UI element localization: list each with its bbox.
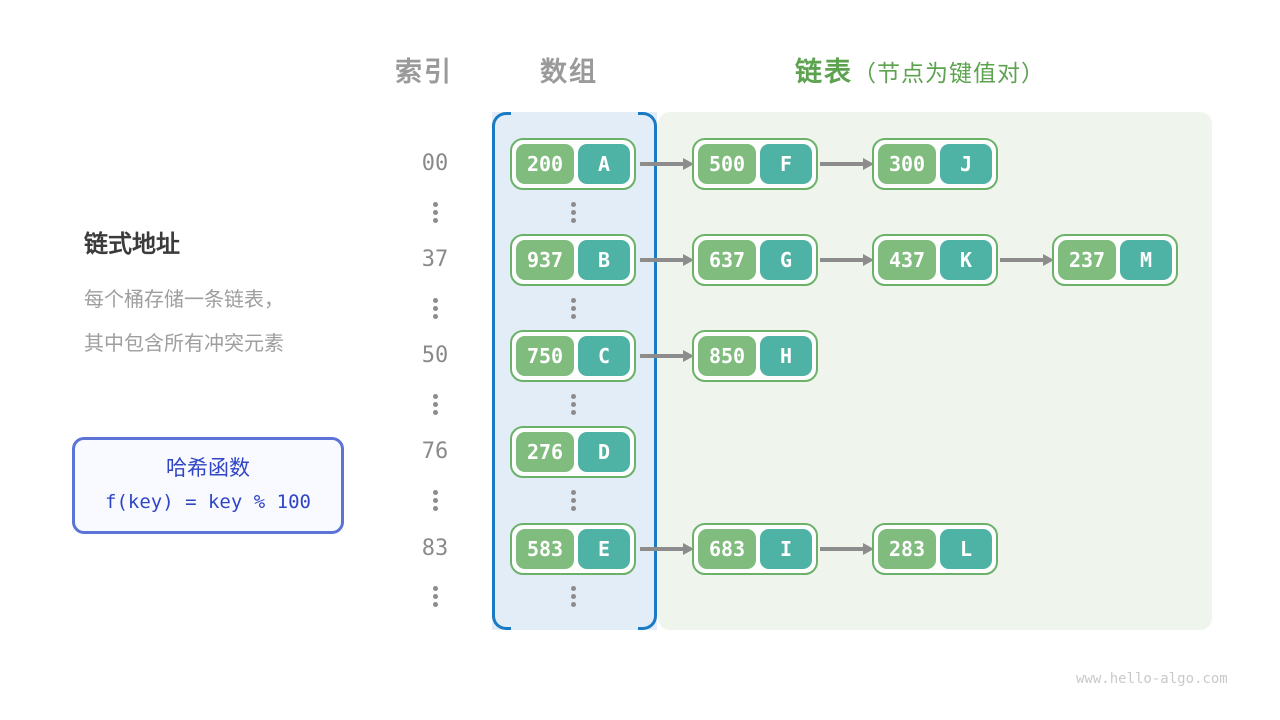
node-value: I — [760, 529, 812, 569]
node-key: 583 — [516, 529, 574, 569]
node-key: 500 — [698, 144, 756, 184]
node-key: 276 — [516, 432, 574, 472]
ellipsis-dots — [571, 498, 576, 503]
section-title: 链式地址 — [84, 231, 180, 258]
index-label: 37 — [421, 247, 449, 272]
bucket-node: 583 E — [510, 523, 636, 575]
description-line-2: 其中包含所有冲突元素 — [84, 333, 284, 355]
arrow-right-icon — [640, 547, 683, 551]
node-key: 937 — [516, 240, 574, 280]
node-value: G — [760, 240, 812, 280]
node-key: 237 — [1058, 240, 1116, 280]
hash-function-title: 哈希函数 — [166, 457, 250, 480]
ellipsis-dots — [433, 402, 438, 407]
node-value: A — [578, 144, 630, 184]
list-node: 237 M — [1052, 234, 1178, 286]
list-node: 283 L — [872, 523, 998, 575]
bucket-node: 937 B — [510, 234, 636, 286]
ellipsis-dots — [433, 210, 438, 215]
list-node: 683 I — [692, 523, 818, 575]
ellipsis-dots — [433, 594, 438, 599]
arrow-right-icon — [1000, 258, 1043, 262]
bucket-node: 276 D — [510, 426, 636, 478]
header-list-group: 链表（节点为键值对） — [795, 50, 1045, 89]
description-line-1: 每个桶存储一条链表， — [84, 289, 284, 311]
node-key: 850 — [698, 336, 756, 376]
node-key: 200 — [516, 144, 574, 184]
node-key: 637 — [698, 240, 756, 280]
ellipsis-dots — [433, 498, 438, 503]
header-array: 数组 — [540, 57, 598, 87]
node-value: E — [578, 529, 630, 569]
node-value: L — [940, 529, 992, 569]
node-key: 283 — [878, 529, 936, 569]
hash-function-formula: f(key) = key % 100 — [105, 491, 311, 513]
node-value: D — [578, 432, 630, 472]
node-value: F — [760, 144, 812, 184]
ellipsis-dots — [571, 402, 576, 407]
arrow-right-icon — [640, 162, 683, 166]
arrow-right-icon — [820, 258, 863, 262]
index-label: 76 — [421, 439, 449, 464]
header-index: 索引 — [395, 57, 453, 87]
site-watermark: www.hello-algo.com — [1076, 671, 1228, 687]
ellipsis-dots — [571, 306, 576, 311]
node-key: 683 — [698, 529, 756, 569]
node-value: H — [760, 336, 812, 376]
list-node: 500 F — [692, 138, 818, 190]
list-node: 300 J — [872, 138, 998, 190]
index-label: 83 — [421, 536, 449, 561]
bucket-node: 750 C — [510, 330, 636, 382]
bucket-node: 200 A — [510, 138, 636, 190]
arrow-right-icon — [820, 547, 863, 551]
ellipsis-dots — [571, 594, 576, 599]
node-key: 437 — [878, 240, 936, 280]
arrow-right-icon — [640, 258, 683, 262]
ellipsis-dots — [433, 306, 438, 311]
node-value: B — [578, 240, 630, 280]
header-list: 链表 — [795, 57, 853, 87]
node-key: 750 — [516, 336, 574, 376]
list-node: 850 H — [692, 330, 818, 382]
index-label: 00 — [421, 151, 449, 176]
ellipsis-dots — [571, 210, 576, 215]
index-label: 50 — [421, 343, 449, 368]
node-value: K — [940, 240, 992, 280]
node-value: J — [940, 144, 992, 184]
node-key: 300 — [878, 144, 936, 184]
hash-function-box: 哈希函数 f(key) = key % 100 — [72, 437, 344, 534]
list-node: 637 G — [692, 234, 818, 286]
arrow-right-icon — [640, 354, 683, 358]
node-value: C — [578, 336, 630, 376]
header-list-note: （节点为键值对） — [853, 60, 1045, 86]
section-description: 每个桶存储一条链表， 其中包含所有冲突元素 — [84, 278, 284, 366]
list-node: 437 K — [872, 234, 998, 286]
arrow-right-icon — [820, 162, 863, 166]
node-value: M — [1120, 240, 1172, 280]
